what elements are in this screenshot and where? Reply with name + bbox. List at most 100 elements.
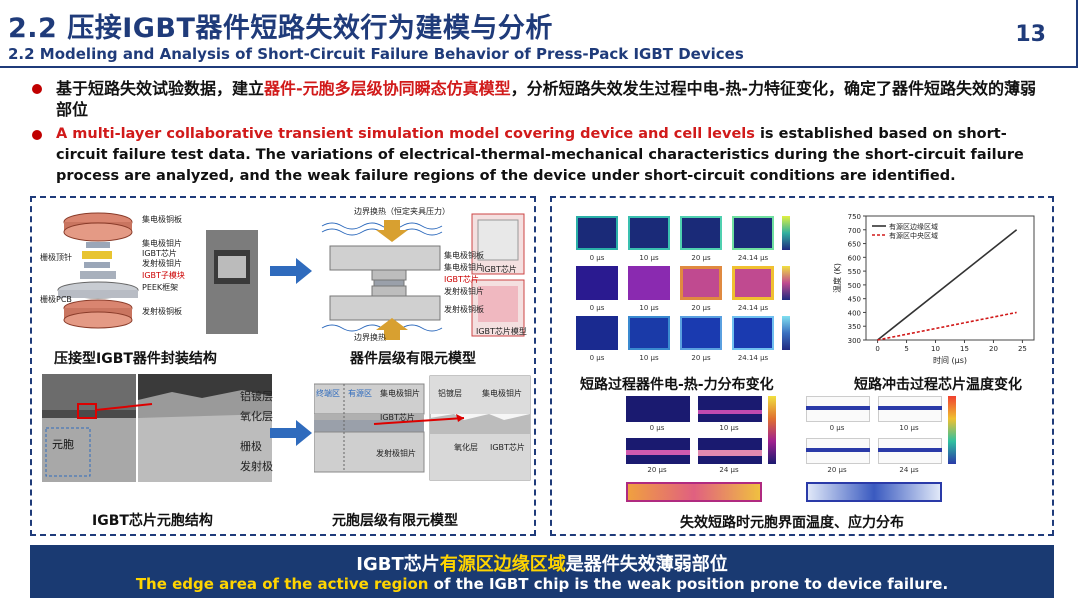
left-figure-panel: 集电极铜板 集电极钼片 IGBT芯片 发射极钼片 IGBT子模块 PEEK框架 … bbox=[30, 196, 536, 536]
caption-distribution: 短路过程器件电-热-力分布变化 bbox=[580, 377, 774, 393]
cell-label-4: 发射极 bbox=[240, 460, 273, 473]
package-structure-figure: 集电极铜板 集电极钼片 IGBT芯片 发射极钼片 IGBT子模块 PEEK框架 … bbox=[38, 204, 266, 344]
time-label: 0 μs bbox=[649, 424, 665, 432]
conclusion-zh: IGBT芯片有源区边缘区域是器件失效薄弱部位 bbox=[30, 550, 1054, 576]
bullet-zh: 基于短路失效试验数据，建立器件-元胞多层级协同瞬态仿真模型，分析短路失效发生过程… bbox=[30, 78, 1050, 120]
interface-temp-band bbox=[698, 410, 762, 414]
dev-label-4: IGBT芯片 bbox=[444, 275, 479, 284]
header-frame bbox=[0, 0, 1078, 68]
interface-stress-band bbox=[878, 448, 942, 452]
time-label: 20 μs bbox=[691, 354, 711, 362]
pkg-label-2: 集电极钼片 bbox=[142, 239, 182, 248]
conclusion-zh-prefix: IGBT芯片 bbox=[356, 554, 440, 575]
conclusion-zh-highlight: 有源区边缘区域 bbox=[439, 554, 566, 575]
caption-device-fem: 器件层级有限元模型 bbox=[350, 351, 476, 367]
y-tick-label: 500 bbox=[848, 282, 861, 290]
interface-stress-band bbox=[806, 448, 870, 452]
colorbar bbox=[948, 396, 956, 464]
series-line-1 bbox=[877, 311, 1017, 341]
dev-label-2: 集电极铜板 bbox=[444, 251, 484, 260]
y-tick-label: 550 bbox=[848, 268, 861, 276]
slide-header: 2.2 压接IGBT器件短路失效行为建模与分析 2.2 Modeling and… bbox=[0, 0, 1080, 68]
bullet-en-suffix: is established based on short-circuit fa… bbox=[56, 126, 1024, 184]
interface-temp-band bbox=[698, 450, 762, 456]
conclusion-en-highlight: The edge area of the active region bbox=[135, 575, 429, 593]
y-tick-label: 300 bbox=[848, 337, 861, 345]
heatmap-thermal-24 bbox=[732, 266, 774, 300]
time-label: 10 μs bbox=[639, 304, 659, 312]
time-label: 0 μs bbox=[589, 354, 605, 362]
pkg-label-3: IGBT芯片 bbox=[142, 249, 177, 258]
pkg-label-7: 栅极顶针 bbox=[40, 253, 72, 262]
cell-label-2: 氧化层 bbox=[240, 410, 273, 423]
cellfem-label-9: IGBT芯片 bbox=[490, 443, 525, 452]
time-label: 24.14 μs bbox=[737, 354, 769, 362]
legend-label-1: 有源区中央区域 bbox=[889, 231, 938, 240]
time-label: 10 μs bbox=[899, 424, 919, 432]
cellfem-label-1: 终端区 bbox=[316, 389, 340, 398]
dev-label-5: 发射极钼片 bbox=[444, 287, 484, 296]
y-tick-label: 450 bbox=[848, 296, 861, 304]
caption-cell-fem: 元胞层级有限元模型 bbox=[332, 513, 458, 529]
device-fem-figure: 边界换热（恒定夹具压力） 集电极铜板 集电极钼片 IGBT芯片 发射极钼片 发射… bbox=[314, 204, 530, 344]
cellfem-label-6: 铝镀层 bbox=[438, 389, 462, 398]
heatmap-electric-24 bbox=[732, 216, 774, 250]
x-tick-label: 10 bbox=[931, 345, 940, 353]
caption-temperature: 短路冲击过程芯片温度变化 bbox=[854, 377, 1022, 393]
pkg-label-4: 发射极钼片 bbox=[142, 259, 182, 268]
bullet-dot-icon bbox=[32, 84, 42, 94]
cell-label-unit: 元胞 bbox=[52, 438, 74, 451]
cellfem-label-3: 集电极钼片 bbox=[380, 389, 420, 398]
slide-title-en: 2.2 Modeling and Analysis of Short-Circu… bbox=[8, 45, 744, 63]
pkg-label-6: PEEK框架 bbox=[142, 283, 179, 292]
bullet-en: A multi-layer collaborative transient si… bbox=[30, 124, 1050, 187]
series-line-0 bbox=[877, 229, 1018, 341]
time-label: 20 μs bbox=[647, 466, 667, 474]
right-arrow-icon bbox=[270, 258, 312, 284]
time-label: 10 μs bbox=[639, 354, 659, 362]
y-tick-label: 400 bbox=[848, 309, 861, 317]
y-tick-label: 750 bbox=[848, 213, 861, 221]
dev-label-7: 边界换热 bbox=[354, 333, 386, 342]
cellfem-label-7: 集电极钼片 bbox=[482, 389, 522, 398]
legend-label-0: 有源区边缘区域 bbox=[889, 222, 938, 231]
interface-stress-band bbox=[806, 406, 870, 410]
interface-temperature-figure: 0 μs 10 μs 20 μs 24 μs bbox=[626, 396, 790, 506]
x-tick-label: 0 bbox=[875, 345, 879, 353]
time-label: 0 μs bbox=[589, 304, 605, 312]
x-tick-label: 20 bbox=[989, 345, 998, 353]
cell-fem-diagram bbox=[314, 375, 531, 481]
time-label: 20 μs bbox=[691, 254, 711, 262]
heatmap-electric-0 bbox=[576, 216, 618, 250]
pkg-label-1: 集电极铜板 bbox=[142, 215, 182, 224]
interface-temp-detail bbox=[626, 482, 762, 502]
package-exploded-diagram bbox=[57, 212, 258, 334]
cell-label-1: 铝镀层 bbox=[240, 390, 273, 403]
sem-cell-image bbox=[42, 374, 272, 482]
heatmap-electric-10 bbox=[628, 216, 670, 250]
x-axis-label: 时间 (μs) bbox=[933, 355, 967, 365]
interface-temp-10 bbox=[698, 396, 762, 422]
conclusion-en: The edge area of the active region of th… bbox=[30, 575, 1054, 593]
colorbar bbox=[782, 316, 790, 350]
time-label: 10 μs bbox=[639, 254, 659, 262]
bullet-zh-suffix: ，分析短路失效发生过程中电-热-力特征变化，确定了器件短路失效的薄弱部位 bbox=[56, 79, 1036, 119]
time-label: 24.14 μs bbox=[737, 254, 769, 262]
cellfem-label-2: 有源区 bbox=[348, 389, 372, 398]
interface-temp-0 bbox=[626, 396, 690, 422]
y-tick-label: 700 bbox=[848, 227, 861, 235]
time-label: 24 μs bbox=[719, 466, 739, 474]
cellfem-label-5: 发射极钼片 bbox=[376, 449, 416, 458]
time-label: 24 μs bbox=[899, 466, 919, 474]
page-number: 13 bbox=[1015, 22, 1046, 47]
cellfem-label-8: 氧化层 bbox=[454, 443, 478, 452]
interface-stress-band bbox=[878, 406, 942, 410]
conclusion-en-suffix: of the IGBT chip is the weak position pr… bbox=[428, 575, 949, 593]
x-tick-label: 15 bbox=[960, 345, 969, 353]
heatmap-stress-0 bbox=[576, 316, 618, 350]
cell-fem-figure: 终端区 有源区 集电极钼片 IGBT芯片 发射极钼片 铝镀层 集电极钼片 氧化层… bbox=[314, 374, 532, 482]
time-label: 10 μs bbox=[719, 424, 739, 432]
dev-label-9: IGBT芯片模型 bbox=[476, 327, 527, 336]
heatmap-thermal-0 bbox=[576, 266, 618, 300]
y-tick-label: 650 bbox=[848, 241, 861, 249]
